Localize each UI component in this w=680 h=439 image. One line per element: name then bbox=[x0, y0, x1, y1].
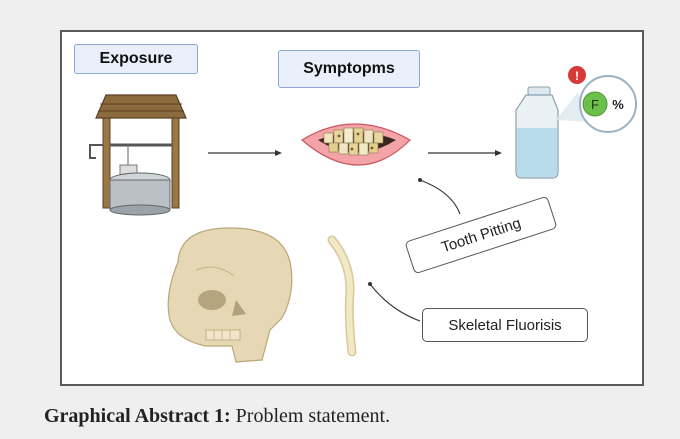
skeletal-fluorisis-pointer bbox=[368, 282, 420, 321]
skull-icon bbox=[168, 228, 292, 362]
percent-symbol-text: % bbox=[612, 97, 624, 112]
figure-caption: Graphical Abstract 1: Problem statement. bbox=[44, 405, 390, 428]
skeletal-fluorisis-callout: Skeletal Fluorisis bbox=[422, 308, 588, 342]
exposure-header: Exposure bbox=[74, 44, 198, 74]
alert-symbol-text: ! bbox=[575, 69, 579, 83]
water-bottle-icon bbox=[516, 87, 558, 178]
fluoride-badge-icon: F % bbox=[556, 76, 636, 132]
arrow-exposure-to-symptoms bbox=[208, 150, 282, 156]
exposure-label: Exposure bbox=[100, 50, 173, 68]
caption-prefix: Graphical Abstract 1: bbox=[44, 405, 231, 427]
alert-icon: ! bbox=[568, 66, 586, 84]
symptoms-header: Symptopms bbox=[278, 50, 420, 88]
spine-icon bbox=[332, 240, 352, 352]
caption-text: Problem statement. bbox=[231, 405, 390, 427]
symptoms-label: Symptopms bbox=[303, 60, 395, 78]
fluoride-symbol-text: F bbox=[591, 97, 599, 112]
water-well-icon bbox=[90, 95, 186, 215]
arrow-symptoms-to-bottle bbox=[428, 150, 502, 156]
teeth-icon bbox=[302, 124, 410, 165]
tooth-pitting-pointer bbox=[418, 178, 460, 214]
skeletal-fluorisis-label: Skeletal Fluorisis bbox=[448, 317, 561, 334]
